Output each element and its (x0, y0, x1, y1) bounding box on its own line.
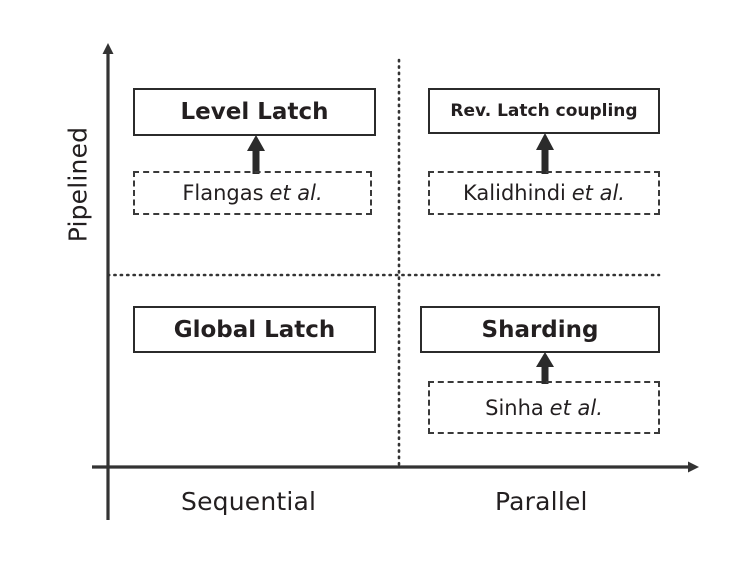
technique-label-rev-latch-coupling: Rev. Latch coupling (450, 101, 638, 121)
technique-box-global-latch[interactable]: Global Latch (133, 306, 376, 353)
citation-author-kalidhindi: Kalidhindi (463, 181, 566, 205)
arrow-kalidhindi-to-rev-latch-coupling (536, 133, 554, 174)
x-axis-label-parallel: Parallel (495, 487, 588, 516)
technique-box-sharding[interactable]: Sharding (420, 306, 660, 353)
technique-label-level-latch: Level Latch (180, 99, 329, 125)
arrow-flangas-to-level-latch (247, 135, 265, 174)
technique-label-sharding: Sharding (481, 316, 599, 343)
x-axis-label-sequential: Sequential (181, 487, 317, 516)
arrow-sinha-to-sharding (536, 352, 554, 384)
citation-suffix-sinha: et al. (549, 395, 603, 420)
technique-label-global-latch: Global Latch (173, 316, 336, 343)
y-axis-label-pipelined: Pipelined (63, 126, 93, 243)
citation-suffix-kalidhindi: et al. (571, 181, 625, 205)
technique-box-rev-latch-coupling[interactable]: Rev. Latch coupling (428, 88, 660, 134)
citation-author-flangas: Flangas (182, 181, 264, 205)
citation-suffix-flangas: et al. (269, 181, 323, 205)
technique-box-level-latch[interactable]: Level Latch (133, 88, 376, 136)
citation-author-sinha: Sinha (485, 395, 544, 420)
